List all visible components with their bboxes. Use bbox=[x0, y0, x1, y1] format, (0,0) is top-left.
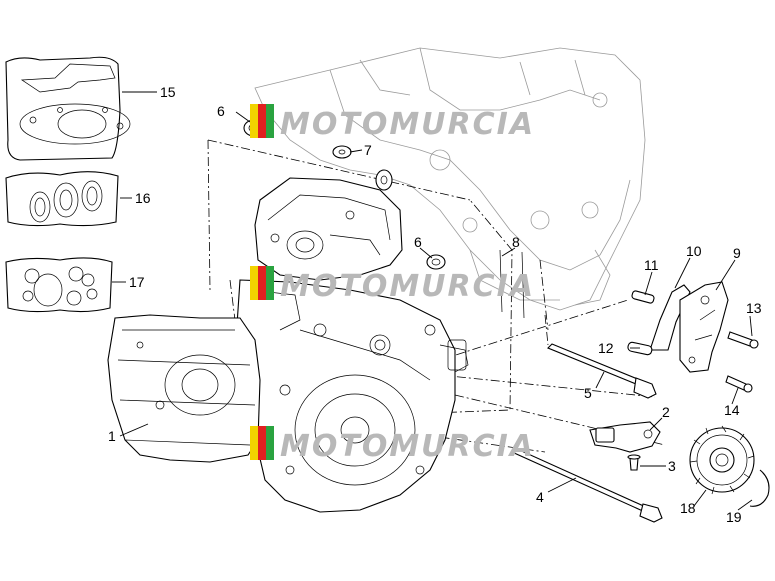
gasket-kit-15 bbox=[5, 56, 131, 161]
o-ring-kit-17 bbox=[5, 257, 113, 313]
long-bolt-4 bbox=[511, 447, 663, 523]
callout-4: 4 bbox=[536, 489, 544, 505]
watermark-bottom: MOTOMURCIA bbox=[250, 426, 535, 464]
callout-5: 5 bbox=[584, 385, 592, 401]
callout-6a: 6 bbox=[217, 103, 225, 119]
cylinder-head bbox=[254, 177, 403, 281]
seal-kit-16 bbox=[5, 171, 119, 227]
washer-7 bbox=[332, 145, 393, 191]
bracket-2 bbox=[589, 421, 661, 453]
watermark-middle: MOTOMURCIA bbox=[250, 266, 535, 304]
callout-13: 13 bbox=[746, 300, 762, 316]
bolt-13 bbox=[727, 331, 759, 349]
callout-14: 14 bbox=[724, 402, 740, 418]
callout-12: 12 bbox=[598, 340, 614, 356]
watermark-top: MOTOMURCIA bbox=[250, 104, 535, 142]
guard-plate-9 bbox=[679, 281, 729, 373]
screw-3 bbox=[627, 454, 641, 471]
bolt-14 bbox=[725, 375, 753, 393]
cap-6-middle bbox=[426, 254, 446, 270]
sprocket-18 bbox=[689, 425, 755, 495]
callout-10: 10 bbox=[686, 243, 702, 259]
callout-7: 7 bbox=[364, 142, 372, 158]
callout-19: 19 bbox=[726, 509, 742, 525]
circlip-19 bbox=[749, 469, 770, 507]
callout-17: 17 bbox=[129, 274, 145, 290]
leader-lines bbox=[112, 91, 753, 511]
frame-ghost-outline bbox=[254, 47, 646, 311]
callout-6b: 6 bbox=[414, 234, 422, 250]
callout-16: 16 bbox=[135, 190, 151, 206]
callout-labels: 1 2 3 4 5 6 6 7 8 9 10 11 12 13 14 15 16… bbox=[108, 84, 762, 525]
callout-11: 11 bbox=[644, 257, 659, 273]
callout-18: 18 bbox=[680, 500, 696, 516]
callout-15: 15 bbox=[160, 84, 176, 100]
callout-9: 9 bbox=[733, 245, 741, 261]
callout-8: 8 bbox=[512, 234, 520, 250]
watermark-text: MOTOMURCIA bbox=[280, 269, 535, 304]
pin-12 bbox=[627, 341, 653, 356]
studs-8 bbox=[499, 249, 525, 319]
watermark-text: MOTOMURCIA bbox=[280, 429, 535, 464]
engine-crankcase bbox=[107, 279, 469, 513]
callout-3: 3 bbox=[668, 458, 676, 474]
watermark-text: MOTOMURCIA bbox=[280, 107, 535, 142]
callout-2: 2 bbox=[662, 404, 670, 420]
callout-1: 1 bbox=[108, 428, 116, 444]
long-bolt-5 bbox=[547, 343, 657, 399]
pin-11 bbox=[631, 290, 655, 304]
